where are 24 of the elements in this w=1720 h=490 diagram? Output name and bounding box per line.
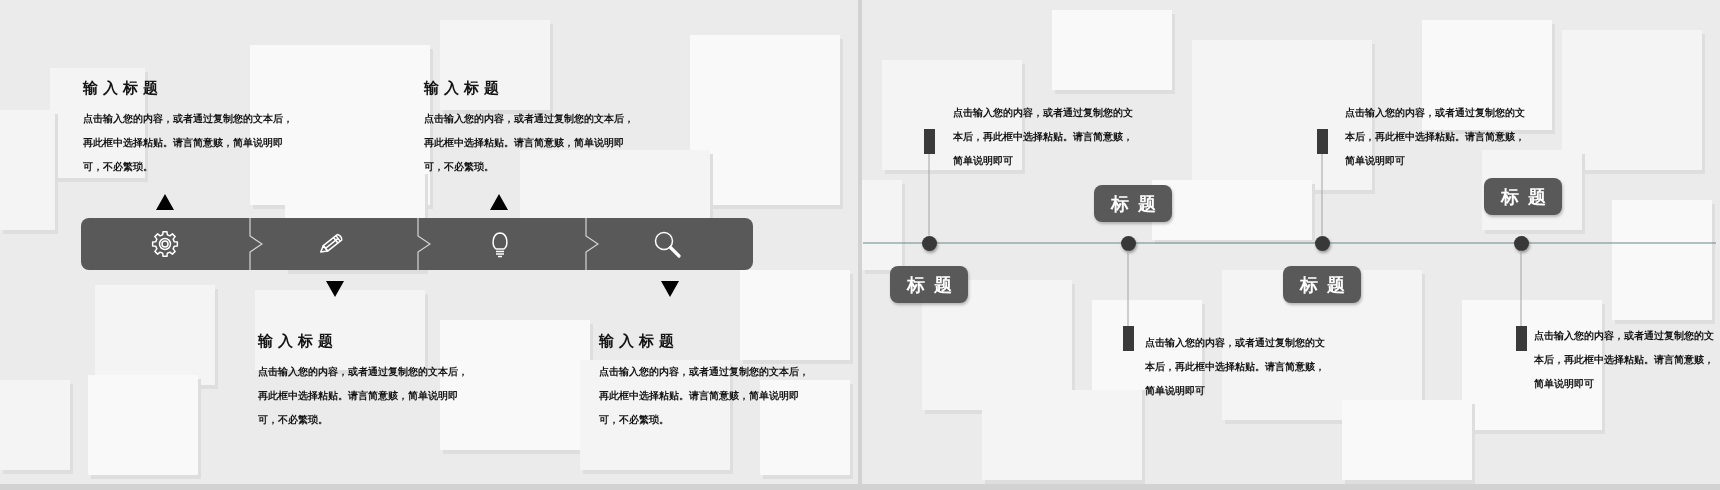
connector-line [1321,153,1323,236]
marker-bar [1515,326,1527,351]
connector-line [1520,250,1522,327]
body-text: 点击输入您的内容，或者通过复制您的文本后，再此框中选择粘贴。请言简意赅，简单说明即可 [953,106,1134,168]
title-tag: 标题 [1484,178,1562,215]
marker-bar [923,129,935,154]
body-text: 点击输入您的内容，或者通过复制您的文本后，再此框中选择粘贴。请言简意赅，简单说明即可，不必繁琐。 [83,112,294,174]
connector-line [1127,250,1129,327]
title-tag: 标题 [1283,266,1361,303]
heading: 输入标题 [258,331,338,351]
body-text: 点击输入您的内容，或者通过复制您的文本后，再此框中选择粘贴。请言简意赅，简单说明即可 [1534,329,1715,391]
connector-line [928,153,930,236]
marker-bar [1316,129,1328,154]
body-text: 点击输入您的内容，或者通过复制您的文本后，再此框中选择粘贴。请言简意赅，简单说明即可 [1145,336,1326,398]
body-text: 点击输入您的内容，或者通过复制您的文本后，再此框中选择粘贴。请言简意赅，简单说明即可，不必繁琐。 [424,112,635,174]
body-text: 点击输入您的内容，或者通过复制您的文本后，再此框中选择粘贴。请言简意赅，简单说明即可，不必繁琐。 [258,365,469,427]
heading: 输入标题 [599,331,679,351]
marker-bar [1122,326,1134,351]
body-text: 点击输入您的内容，或者通过复制您的文本后，再此框中选择粘贴。请言简意赅，简单说明即可，不必繁琐。 [599,365,810,427]
heading: 输入标题 [424,78,504,98]
body-text: 点击输入您的内容，或者通过复制您的文本后，再此框中选择粘贴。请言简意赅，简单说明即可 [1345,106,1526,168]
heading: 输入标题 [83,78,163,98]
title-tag: 标题 [890,266,968,303]
title-tag: 标题 [1094,185,1172,222]
